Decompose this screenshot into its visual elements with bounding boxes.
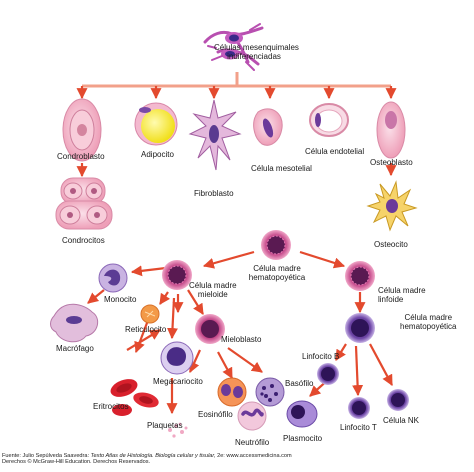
footer-source: Fuente: Julio Sepúlveda Saavedra: Texto … [2,453,292,460]
label-lymph-hsc: Célula madre hematopoyética [400,313,456,331]
label-reticulocyte: Reticulocito [125,325,167,334]
label-t-cell: Linfocito T [340,423,377,432]
label-lymphoid-stem-line2: linfoide [378,295,404,304]
label-neutrophil: Neutrófilo [235,438,270,447]
top-arrows [76,86,397,415]
label-myeloid-stem-line2: mieloide [197,290,228,299]
fibroblast-illustration [188,99,242,171]
label-mesenchymal: Células mesenquimales indiferenciadas [214,43,299,61]
endothelial-cell-illustration [309,103,349,137]
osteoblast-illustration [376,101,406,159]
mesenchymal-cells-illustration [203,23,264,71]
footer-source-prefix: Fuente: Julio Sepúlveda Saavedra: [2,453,91,459]
label-monocyte: Monocito [104,295,137,304]
label-chondrocytes: Condrocitos [62,236,105,245]
label-fibroblast: Fibroblasto [194,189,234,198]
label-mesothelial: Célula mesotelial [251,164,312,173]
plasma-cell-illustration [286,400,318,428]
label-hsc-line2: hematopoyética [248,273,306,282]
lymphoid-hematopoietic-stem-cell-illustration [345,313,375,343]
label-hsc-line1: Célula madre [253,264,301,273]
label-adipocyte: Adipocito [141,150,174,159]
hematopoietic-stem-cell-illustration [261,230,291,260]
top-connector [82,72,391,88]
label-myeloid-stem-line1: Célula madre [189,281,237,290]
label-megakaryocyte: Megacariocito [153,377,203,386]
footer-source-title: Texto Atlas de Histología. Biología celu… [90,453,216,459]
footer-copyright: Derechos © McGraw-Hill Education. Derech… [2,459,151,465]
erythrocytes-illustration [110,379,159,416]
b-cell-illustration [317,363,339,385]
label-mesenchymal-line1: Células mesenquimales [214,43,299,52]
chondrocytes-illustration [55,177,113,230]
label-chondroblast: Condroblasto [57,152,105,161]
adipocyte-illustration [134,102,178,146]
label-platelets: Plaquetas [147,421,183,430]
label-osteoblast: Osteoblasto [370,158,413,167]
mesothelial-cell-illustration [253,108,283,146]
footer-source-suffix: 2e: www.accessmedicina.com [215,453,292,459]
label-osteocyte: Osteocito [374,240,408,249]
label-b-cell: Linfocito B [302,352,340,361]
label-plasma-cell: Plasmocito [283,434,323,443]
lymphoid-stem-cell-illustration [345,261,375,291]
chondroblast-illustration [62,98,102,162]
label-erythrocytes: Eritrocitos [93,402,129,411]
t-cell-illustration [348,397,370,419]
nk-cell-illustration [387,389,409,411]
platelets-illustration [168,422,188,438]
neutrophil-illustration [237,401,267,431]
label-lymph-hsc-line1: Célula madre [404,313,453,322]
label-eosinophil: Eosinófilo [198,410,233,419]
label-macrophage: Macrófago [56,344,94,353]
label-lymph-hsc-line2: hematopoyética [400,322,457,331]
label-lymphoid-stem: Célula madre linfoide [378,286,426,304]
label-basophil: Basófilo [285,379,314,388]
reticulocyte-illustration [140,304,160,324]
macrophage-illustration [50,303,99,343]
eosinophil-illustration [217,377,247,407]
label-endothelial: Célula endotelial [305,147,365,156]
basophil-illustration [255,377,285,407]
osteocyte-illustration [366,180,418,232]
myeloid-stem-cell-illustration [162,260,192,290]
myeloblast-illustration [195,314,225,344]
label-lymphoid-stem-line1: Célula madre [378,286,426,295]
label-nk-cell: Célula NK [383,416,420,425]
monocyte-illustration [98,263,128,293]
label-myeloid-stem: Célula madre mieloide [189,281,237,299]
label-myeloblast: Mieloblasto [221,335,262,344]
label-hsc: Célula madre hematopoyética [243,264,311,282]
megakaryocyte-illustration [160,341,194,375]
label-mesenchymal-line2: indiferenciadas [227,52,281,61]
